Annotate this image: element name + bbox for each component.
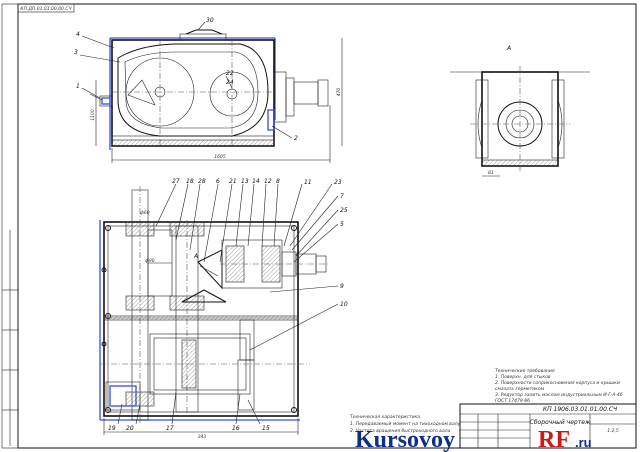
- section-label: А: [193, 253, 198, 260]
- svg-text:12: 12: [264, 178, 272, 185]
- svg-text:смазать герметиком: смазать герметиком: [495, 387, 545, 392]
- svg-text:243: 243: [198, 434, 207, 440]
- svg-text:1. Передаваемый момент на тихо: 1. Передаваемый момент на тихоходном вал…: [350, 421, 461, 427]
- stamp-code: КП.ДП.01.01.00.00.СЧ: [20, 6, 71, 12]
- svg-text:28: 28: [198, 178, 206, 185]
- watermark-logo: Kursovoy RF .ru: [355, 427, 592, 452]
- svg-text:23: 23: [334, 179, 342, 186]
- svg-text:1: 1: [76, 83, 80, 90]
- technical-characteristics: Техническая характеристика 1. Передаваем…: [350, 414, 461, 434]
- svg-text:ГОСТ 17479-86: ГОСТ 17479-86: [495, 398, 530, 404]
- svg-text:18: 18: [186, 178, 194, 185]
- svg-text:21: 21: [229, 178, 237, 185]
- svg-text:7: 7: [340, 193, 344, 200]
- front-view-callouts: 30 4 3 1 22 24 2: [74, 17, 298, 142]
- svg-text:27: 27: [172, 178, 180, 185]
- svg-text:19: 19: [108, 425, 116, 432]
- svg-text:17: 17: [166, 425, 174, 432]
- svg-text:2. Поверхности соприкосновения: 2. Поверхности соприкосновения корпуса и…: [495, 380, 620, 386]
- svg-text:2: 2: [294, 135, 298, 142]
- svg-text:1. Поверхн. для стыков: 1. Поверхн. для стыков: [495, 374, 551, 380]
- svg-text:1605: 1605: [214, 154, 226, 160]
- svg-text:8: 8: [276, 178, 280, 185]
- plan-callouts-top: 27 18 28 6 21 13 14 12 8 11 23: [155, 178, 342, 263]
- plan-callouts-right: 7 25 5 9 10: [249, 193, 348, 351]
- drawing-name: Сборочный чертеж: [530, 419, 591, 426]
- svg-text:14: 14: [252, 178, 260, 185]
- svg-text:3: 3: [74, 49, 78, 56]
- plan-callouts-bottom: 19 20 17 16 15: [108, 391, 270, 432]
- svg-text:11: 11: [304, 179, 312, 186]
- svg-text:5: 5: [340, 221, 344, 228]
- svg-text:3. Редуктор залить маслом инду: 3. Редуктор залить маслом индустриальным…: [495, 392, 623, 398]
- svg-text:16: 16: [232, 425, 240, 432]
- doc-code: КП 1906.03.01.01.00.СЧ: [543, 406, 617, 413]
- title-block: КП 1906.03.01.01.00.СЧ Сборочный чертеж …: [459, 403, 637, 449]
- side-view: А 81: [450, 45, 590, 177]
- front-view-dimensions: 1605 470 1100: [90, 38, 343, 163]
- svg-text:470: 470: [336, 88, 342, 97]
- svg-text:Kursovoy: Kursovoy: [355, 427, 455, 452]
- svg-text:Техническая характеристика: Техническая характеристика: [350, 414, 420, 420]
- side-view-label: А: [506, 45, 511, 52]
- svg-text:13: 13: [241, 178, 249, 185]
- technical-requirements: Технические требования 1. Поверхн. для с…: [495, 368, 623, 404]
- svg-text:6: 6: [216, 178, 220, 185]
- svg-text:2. Частота вращения быстроходн: 2. Частота вращения быстроходного вала: [350, 428, 451, 434]
- svg-text:30: 30: [206, 17, 214, 24]
- svg-text:1100: 1100: [90, 109, 96, 121]
- svg-text:ф60: ф60: [140, 210, 150, 216]
- plan-dimensions: 243: [103, 418, 299, 440]
- svg-text:10: 10: [340, 301, 348, 308]
- front-view: [89, 29, 329, 150]
- svg-text:81: 81: [488, 170, 494, 176]
- svg-text:ф90: ф90: [145, 258, 155, 264]
- svg-text:25: 25: [340, 207, 348, 214]
- svg-text:22: 22: [226, 70, 234, 77]
- svg-text:15: 15: [262, 425, 270, 432]
- scale: 1:2,5: [607, 428, 619, 434]
- svg-text:4: 4: [76, 31, 80, 38]
- svg-text:24: 24: [226, 79, 234, 86]
- svg-text:RF: RF: [538, 427, 570, 452]
- top-left-stamp: КП.ДП.01.01.00.00.СЧ: [17, 3, 75, 13]
- svg-text:.ru: .ru: [575, 435, 592, 450]
- svg-text:Технические требования: Технические требования: [495, 368, 555, 374]
- left-margin-strip: [1, 3, 19, 449]
- svg-text:20: 20: [126, 425, 134, 432]
- svg-text:9: 9: [340, 283, 344, 290]
- plan-section: А ф90 ф60: [99, 186, 330, 424]
